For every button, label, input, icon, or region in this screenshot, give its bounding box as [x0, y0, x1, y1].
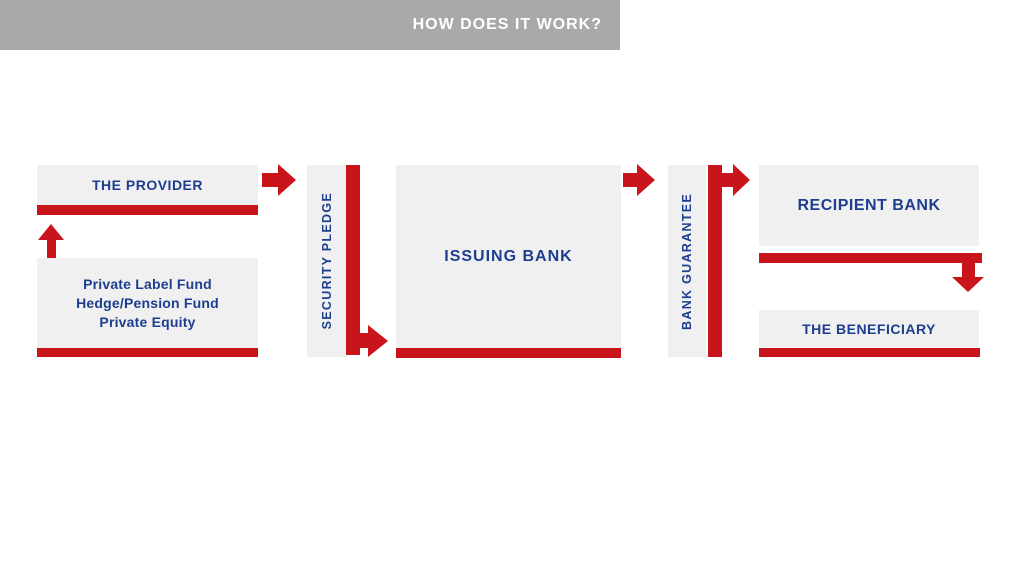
arrow-shaft: [962, 262, 975, 278]
bank-guarantee-label: BANK GUARANTEE: [680, 192, 694, 330]
arrow-shaft: [47, 239, 56, 259]
flow-arrow-funds-to-provider: [38, 224, 64, 259]
arrow-down-icon: [952, 277, 984, 292]
arrow-right-icon: [733, 164, 750, 196]
funds-line-3: Private Equity: [99, 313, 196, 330]
bank-guarantee-column: BANK GUARANTEE: [668, 165, 706, 357]
issuing-bank-label: ISSUING BANK: [444, 247, 573, 265]
security-pledge-bar: [346, 165, 360, 355]
provider-underline: [37, 205, 258, 215]
funds-line-1: Private Label Fund: [83, 275, 212, 292]
arrow-shaft: [352, 333, 369, 348]
arrow-up-icon: [38, 224, 64, 240]
arrow-shaft: [623, 173, 638, 187]
arrow-right-icon: [368, 325, 388, 357]
recipient-bank-box: RECIPIENT BANK: [759, 165, 979, 246]
arrow-right-icon: [637, 164, 655, 196]
issuing-bank-box: ISSUING BANK: [396, 165, 621, 348]
provider-label: THE PROVIDER: [91, 177, 203, 193]
page-title: HOW DOES IT WORK?: [412, 16, 602, 33]
beneficiary-label: THE BENEFICIARY: [802, 320, 936, 337]
security-pledge-label: SECURITY PLEDGE: [320, 192, 334, 330]
header-bar: HOW DOES IT WORK?: [0, 0, 620, 50]
arrow-shaft: [262, 173, 279, 187]
beneficiary-box: THE BENEFICIARY: [759, 310, 979, 347]
recipient-bank-label: RECIPIENT BANK: [797, 196, 941, 214]
issuing-bank-underline: [396, 348, 621, 358]
recipient-bank-underline: [759, 253, 982, 263]
security-pledge-column: SECURITY PLEDGE: [307, 165, 347, 357]
beneficiary-underline: [759, 348, 980, 357]
bank-guarantee-bar: [708, 165, 722, 357]
provider-box: THE PROVIDER: [37, 165, 258, 205]
funds-box: Private Label Fund Hedge/Pension Fund Pr…: [37, 258, 258, 348]
arrow-right-icon: [278, 164, 296, 196]
funds-line-2: Hedge/Pension Fund: [76, 294, 219, 311]
arrow-shaft: [721, 173, 734, 187]
funds-underline: [37, 348, 258, 357]
